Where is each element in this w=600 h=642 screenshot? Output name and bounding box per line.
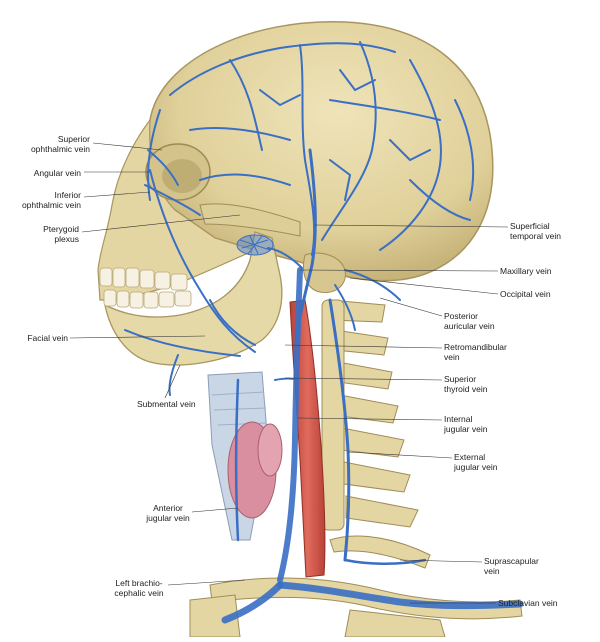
cervical-spine [321,299,419,531]
label-retromandibular-vein: Retromandibular vein [444,342,507,362]
label-anterior-jugular-vein: Anterior jugular vein [146,503,190,523]
label-pterygoid-plexus: Pterygoid plexus [43,224,79,244]
lower-teeth [103,289,192,309]
label-angular-vein: Angular vein [33,168,81,178]
leader-lines [69,142,509,604]
label-internal-jugular-vein: Internal jugular vein [444,414,488,434]
label-maxillary-vein: Maxillary vein [500,266,552,276]
label-superficial-temporal-vein: Superficial temporal vein [510,221,562,241]
label-occipital-vein: Occipital vein [500,289,551,299]
label-posterior-auricular-vein: Posterior auricular vein [444,311,495,331]
facial-veins [124,149,256,396]
label-superior-thyroid-vein: Superior thyroid vein [444,374,488,394]
upper-teeth [99,267,188,291]
label-submental-vein: Submental vein [137,399,196,409]
orbit-depth [162,159,202,193]
label-external-jugular-vein: External jugular vein [454,452,498,472]
mandible [104,231,283,366]
zygomatic-arch [199,203,301,237]
label-inferior-ophthalmic-vein: Inferior ophthalmic vein [21,190,81,210]
label-superior-ophthalmic-vein: Superior ophthalmic vein [30,134,90,154]
label-facial-vein: Facial vein [27,333,68,343]
label-subclavian-vein: Subclavian vein [498,598,558,608]
pterygoid-plexus-mesh [236,234,274,256]
shoulder-girdle [189,535,523,638]
label-suprascapular-vein: Suprascapular vein [484,556,539,576]
label-left-brachiocephalic-vein: Left brachio- cephalic vein [114,578,164,598]
thyroid-gland [227,421,283,519]
mastoid-process [303,252,346,294]
neck-veins [221,148,524,624]
